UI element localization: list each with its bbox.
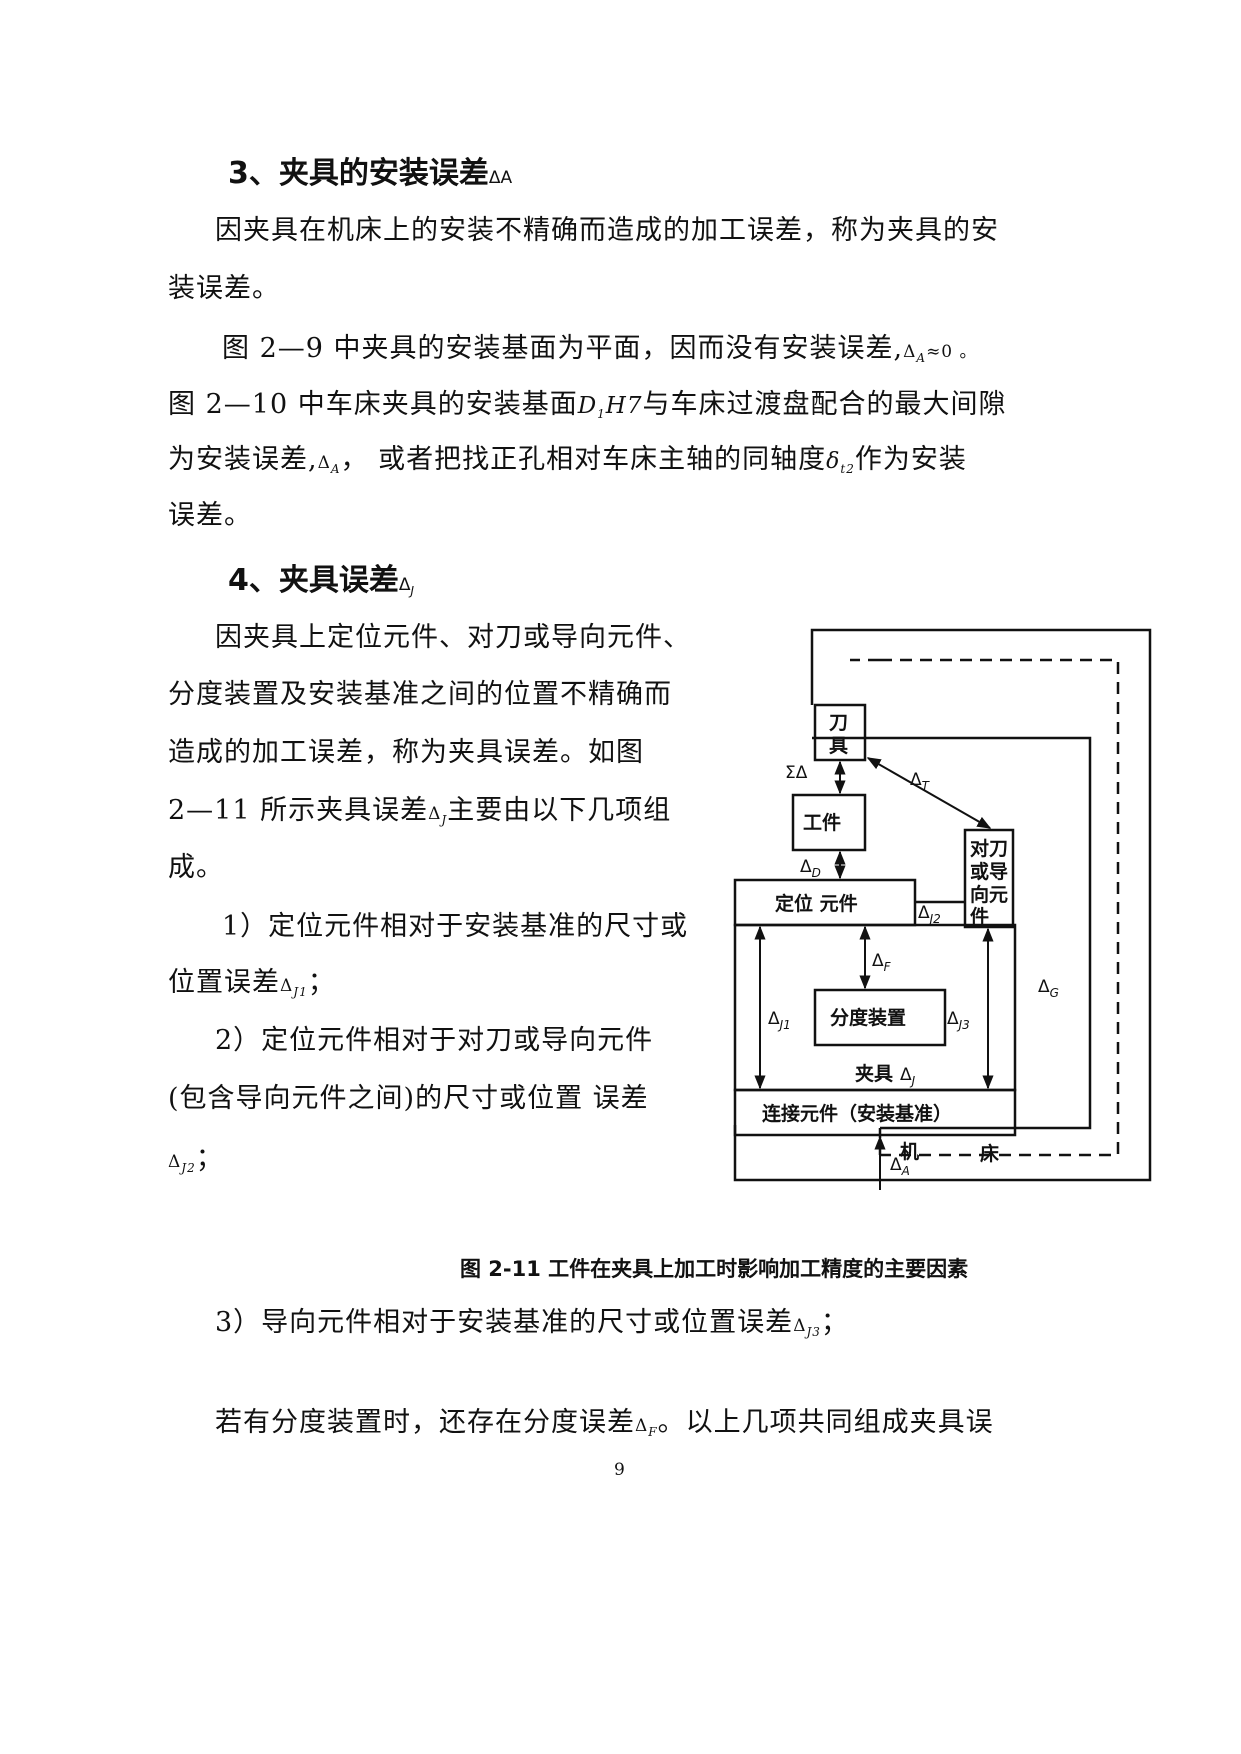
s4-item1-line1: 1）定位元件相对于安装基准的尺寸或: [222, 911, 689, 942]
symbol-D-sub: 1: [597, 407, 606, 421]
delta-symbol: Δ: [317, 453, 331, 473]
connecting-element-box: [733, 1088, 1017, 1137]
s4-line5: 成。: [168, 852, 224, 883]
tool-label-1: 刀: [829, 712, 848, 734]
s3-para2-end: ≈0 。: [926, 342, 978, 362]
s4-line2: 分度装置及安装基准之间的位置不精确而: [168, 679, 672, 710]
s3-para3-line2-c: 作为安装: [854, 444, 967, 475]
delta-D-label: ΔD: [800, 857, 821, 880]
symbol-H7: H7: [605, 393, 643, 419]
delta-subscript: J3: [806, 1325, 821, 1339]
delta-G-label: ΔG: [1038, 977, 1059, 1000]
delta-F-label: ΔF: [872, 951, 892, 974]
s3-para3-text-a: 图 2—10 中车床夹具的安装基面: [168, 389, 578, 420]
fixture-label: 夹具: [855, 1063, 893, 1085]
s4-item2-line1: 2）定位元件相对于对刀或导向元件: [215, 1025, 654, 1056]
middle-frame-line: [812, 736, 1092, 1130]
guide-label-2: 或导: [970, 860, 1008, 883]
delta-small-subscript: t2: [840, 462, 855, 476]
delta-symbol: Δ: [903, 342, 917, 362]
delta-subscript: J2: [181, 1161, 196, 1175]
machine-label-left: 机: [900, 1141, 919, 1163]
s4-line4-b: 主要由以下几项组: [447, 795, 672, 826]
s4-item2-line3: ΔJ2；: [168, 1136, 224, 1175]
s3-para3-line2-a: 为安装误差,: [168, 444, 318, 475]
figure-caption: 图 2-11 工件在夹具上加工时影响加工精度的主要因素: [460, 1257, 969, 1281]
s4-item1-text: 位置误差: [168, 967, 280, 998]
workpiece-label: 工件: [803, 811, 841, 834]
s3-para3-line2: 为安装误差,ΔA， 或者把找正孔相对车床主轴的同轴度δt2作为安装: [168, 437, 967, 476]
delta-symbol: Δ: [428, 804, 442, 824]
delta-symbol: Δ: [168, 1152, 182, 1172]
guide-element-box: [963, 828, 1015, 929]
machine-label-right: 床: [980, 1142, 999, 1165]
delta-small-symbol: δ: [826, 449, 841, 474]
guide-label-3: 向元: [970, 883, 1008, 906]
guide-label-4: 件: [970, 905, 989, 928]
section-3-title: 3、夹具的安装误差: [228, 156, 489, 191]
s4-last-text-b: 。以上几项共同组成夹具误: [657, 1407, 994, 1438]
symbol-D: D: [577, 393, 598, 419]
delta-A-label: ΔA: [890, 1155, 910, 1178]
delta-T-arrow: [866, 757, 992, 829]
indexing-device-label: 分度装置: [830, 1006, 906, 1029]
s4-item3: 3）导向元件相对于安装基准的尺寸或位置误差ΔJ3；: [215, 1300, 849, 1339]
s4-item3-end: ；: [820, 1307, 849, 1338]
workpiece-box: [791, 793, 867, 852]
s3-para1-line2: 装误差。: [168, 273, 280, 304]
tool-box: [813, 703, 867, 762]
s3-para3-line3: 误差。: [168, 500, 252, 531]
s4-item1-end: ；: [307, 967, 336, 998]
delta-J3-label: ΔJ3: [947, 1009, 970, 1032]
tool-label-2: 具: [829, 735, 848, 757]
s3-para3-line2-b: ， 或者把找正孔相对车床主轴的同轴度: [340, 444, 827, 475]
outer-frame-line: [733, 628, 1152, 1182]
section-4-title: 4、夹具误差: [228, 563, 399, 598]
s4-line4: 2—11 所示夹具误差ΔJ主要由以下几项组: [168, 788, 671, 827]
delta-T-label: ΔT: [910, 770, 931, 793]
delta-symbol: Δ: [635, 1416, 649, 1436]
delta-subscript: F: [648, 1425, 658, 1439]
delta-symbol: Δ: [280, 976, 294, 996]
s4-last-line: 若有分度装置时，还存在分度误差ΔF。以上几项共同组成夹具误: [215, 1400, 994, 1439]
delta-subscript: A: [916, 351, 927, 365]
s4-item2-end: ；: [195, 1143, 224, 1174]
s3-para2-text: 图 2—9 中夹具的安装基面为平面，因而没有安装误差,: [222, 333, 904, 364]
delta-J1-label: ΔJ1: [768, 1009, 791, 1032]
dashed-frame-line: [880, 658, 1120, 1157]
sum-delta-label: ΣΔ: [785, 763, 808, 783]
s4-line1: 因夹具上定位元件、对刀或导向元件、: [215, 622, 691, 653]
section-4-symbol-sub: J: [410, 584, 415, 598]
delta-subscript: J: [441, 813, 448, 827]
connecting-element-label: 连接元件（安装基准）: [762, 1102, 952, 1125]
delta-subscript: A: [330, 462, 341, 476]
s4-item3-text: 3）导向元件相对于安装基准的尺寸或位置误差: [215, 1307, 794, 1338]
s3-para1-line1: 因夹具在机床上的安装不精确而造成的加工误差，称为夹具的安: [215, 215, 999, 246]
delta-symbol: Δ: [793, 1316, 807, 1336]
section-4-heading: 4、夹具误差ΔJ: [228, 555, 414, 599]
s4-line3: 造成的加工误差，称为夹具误差。如图: [168, 737, 644, 768]
s4-item1-line2: 位置误差ΔJ1；: [168, 960, 336, 999]
delta-J-label: ΔJ: [900, 1065, 916, 1088]
s3-para2-line1: 图 2—9 中夹具的安装基面为平面，因而没有安装误差,ΔA≈0 。: [222, 326, 978, 365]
section-3-heading: 3、夹具的安装误差ΔA: [228, 148, 512, 192]
s3-para3-text-b: 与车床过渡盘配合的最大间隙: [642, 389, 1007, 420]
locating-element-label: 定位 元件: [775, 892, 858, 915]
s4-item2-line2: (包含导向元件之间)的尺寸或位置 误差: [168, 1083, 649, 1114]
s3-para3-line1: 图 2—10 中车床夹具的安装基面D1H7与车床过渡盘配合的最大间隙: [168, 382, 1007, 421]
delta-J2-label: ΔJ2: [918, 903, 941, 926]
delta-subscript: J1: [293, 985, 308, 999]
figure-2-11-diagram: 刀 具 工件 对刀 或导 向元 件 定位 元件 分度装置 夹具 连接元件（安装基…: [733, 628, 1152, 1190]
guide-label-1: 对刀: [970, 837, 1008, 860]
section-4-symbol: Δ: [398, 575, 411, 595]
section-3-symbol: ΔA: [488, 168, 513, 188]
indexing-device-box: [813, 988, 947, 1047]
page-number: 9: [614, 1460, 625, 1480]
s4-line4-a: 2—11 所示夹具误差: [168, 795, 429, 826]
s4-last-text-a: 若有分度装置时，还存在分度误差: [215, 1407, 635, 1438]
